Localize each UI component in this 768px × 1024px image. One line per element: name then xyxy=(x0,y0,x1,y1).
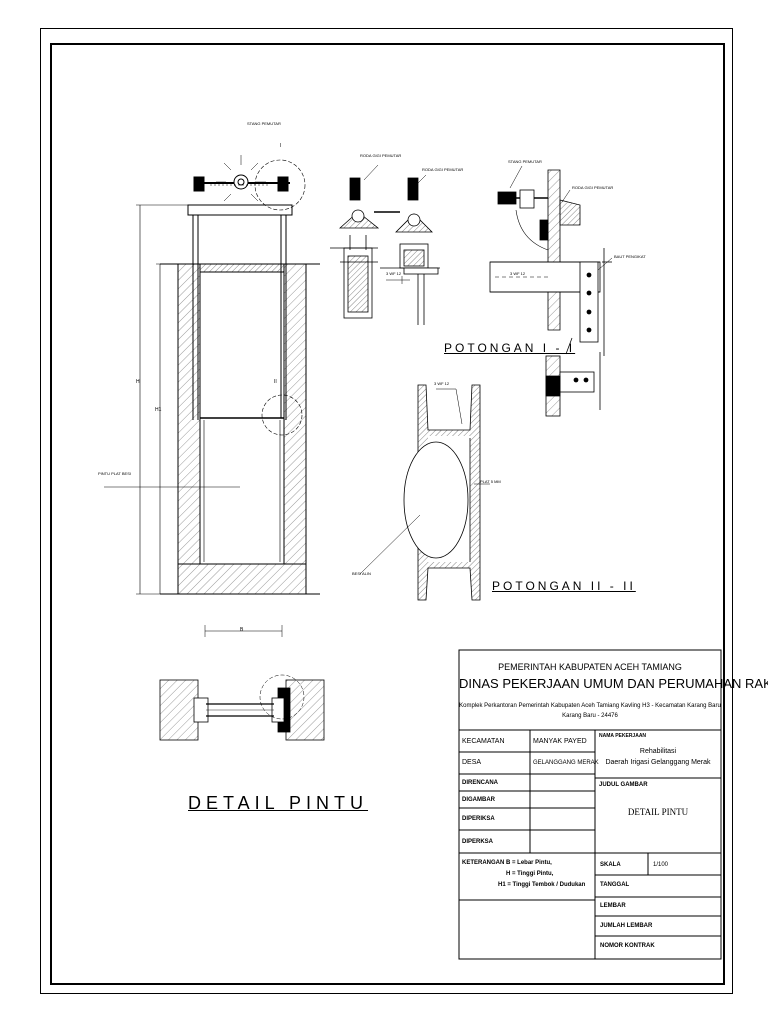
tb-ket-1: B = Lebar Pintu, xyxy=(506,860,552,866)
section-title-2: POTONGAN II - II xyxy=(492,579,636,593)
tb-nama-pekerjaan-1: Rehabilitasi xyxy=(639,748,677,755)
tb-diperiksa-2: DIPERKSA xyxy=(462,839,494,845)
door-plan-detail xyxy=(159,674,325,741)
tb-tanggal-label: TANGGAL xyxy=(600,882,630,888)
marker-i: I xyxy=(280,143,282,149)
dim-h1-label: H1 xyxy=(155,407,162,413)
tb-address-1: Komplek Perkantoran Pemerintah Kabupaten… xyxy=(459,703,721,709)
tb-direncana: DIRENCANA xyxy=(462,780,498,786)
tb-skala-value: 1/100 xyxy=(653,862,669,868)
marker-ii: II xyxy=(274,379,277,385)
label-baut-pengikat: BAUT PENGIKAT xyxy=(614,254,646,259)
tb-ket-3: H1 = Tinggi Tembok / Dudukan xyxy=(498,882,586,888)
label-dim-wf-1: 3 WF 12 xyxy=(386,271,402,276)
label-besi-aln: BESI ALIN xyxy=(352,571,371,576)
tb-judul-label: JUDUL GAMBAR xyxy=(599,782,648,788)
section-title-1: POTONGAN I - I xyxy=(444,341,576,355)
tb-kecamatan-label: KECAMATAN xyxy=(462,738,505,745)
detail-pintu-title: DETAIL PINTU xyxy=(188,793,369,813)
tb-kecamatan-value: MANYAK PAYED xyxy=(533,738,587,745)
tb-desa-value: GELANGGANG MERAK xyxy=(533,760,599,766)
tb-ket-2: H = Tinggi Pintu, xyxy=(506,871,554,877)
tb-digambar: DIGAMBAR xyxy=(462,797,495,803)
dim-h-label: H xyxy=(136,379,140,385)
section-1-side xyxy=(489,165,613,417)
label-pintu-plat-besi: PINTU PLAT BESI xyxy=(98,471,131,476)
tb-keterangan-label: KETERANGAN : xyxy=(462,860,508,866)
tb-judul-value: DETAIL PINTU xyxy=(627,807,689,817)
tb-org: PEMERINTAH KABUPATEN ACEH TAMIANG xyxy=(498,662,682,672)
tb-dept: DINAS PEKERJAAN UMUM DAN PERUMAHAN RAKYA… xyxy=(459,676,768,691)
label-roda-gigi-1: RODA GIGI PEMUTAR xyxy=(360,153,402,158)
tb-nama-pekerjaan-2: Daerah Irigasi Gelanggang Merak xyxy=(605,759,711,766)
tb-nama-pekerjaan-label: NAMA PEKERJAAN xyxy=(599,733,647,739)
label-roda-gigi-3: RODA GIGI PEMUTAR xyxy=(572,185,614,190)
label-stang-pemutar-left: STANG PEMUTAR xyxy=(247,121,281,126)
label-plat: PLAT 5 MM xyxy=(480,479,501,484)
tb-desa-label: DESA xyxy=(462,759,482,766)
label-roda-gigi-2: RODA GIGI PEMUTAR xyxy=(422,167,464,172)
dim-b-label: B xyxy=(240,627,244,633)
tb-address-2: Karang Baru - 24476 xyxy=(562,713,618,719)
tb-nomor-kontrak-label: NOMOR KONTRAK xyxy=(600,943,655,949)
section-1-gears xyxy=(330,164,440,325)
section-2-profile xyxy=(359,384,490,601)
label-stang-pemutar-right: STANG PEMUTAR xyxy=(508,159,542,164)
tb-diperiksa-1: DIPERIKSA xyxy=(462,816,495,822)
title-block-lines xyxy=(458,649,722,960)
drawing-frame xyxy=(50,43,725,985)
tb-lembar-label: LEMBAR xyxy=(600,903,626,909)
tb-jumlah-lembar-label: JUMLAH LEMBAR xyxy=(600,923,653,929)
outer-border xyxy=(40,28,733,994)
gate-elevation xyxy=(104,155,320,637)
label-dim-wf-3: 3 WF 12 xyxy=(434,381,450,386)
tb-skala-label: SKALA xyxy=(600,862,621,868)
label-dim-wf-2: 3 WF 12 xyxy=(510,271,526,276)
